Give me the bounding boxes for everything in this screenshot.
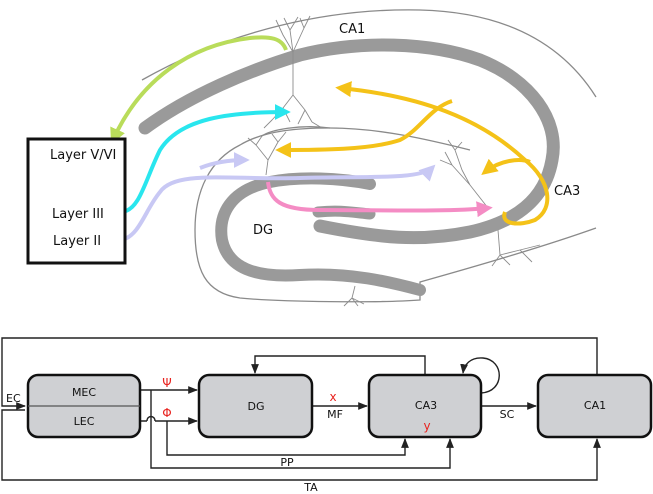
- wire-ca3-recurrent: [460, 357, 500, 394]
- ca3-box: [367, 373, 483, 439]
- mf-label: MF: [327, 408, 343, 421]
- block-diagram: MEC LEC DG CA3 CA1 EC Ψ Φ x MF y SC PP T…: [1, 337, 653, 494]
- hippocampus-anatomy: CA1 CA3 DG Layer V/VI Layer III Layer II: [26, 9, 597, 307]
- wire-ca3-to-dg: [251, 355, 426, 375]
- lec-label: LEC: [74, 415, 95, 428]
- wire-pp-lec: [166, 421, 409, 456]
- region-label-ca3: CA3: [554, 184, 580, 199]
- pathway-ca3-to-dg-hilus: [275, 99, 453, 158]
- pp-label: PP: [280, 456, 294, 469]
- x-label: x: [329, 390, 336, 404]
- pathway-layer-ii-perforant: [121, 164, 436, 242]
- pathway-mossy-fiber: [266, 181, 493, 218]
- pathway-schaffer-collateral: [335, 81, 550, 226]
- wire-ta: [1, 409, 601, 481]
- dg-box: [197, 373, 314, 439]
- dg-label: DG: [248, 400, 265, 413]
- mec-label: MEC: [72, 386, 96, 399]
- ec-input-label: EC: [6, 392, 21, 405]
- layer-v-vi-label: Layer V/VI: [50, 148, 116, 163]
- psi-label: Ψ: [162, 376, 171, 390]
- wire-ca1-to-ec: [1, 337, 598, 410]
- y-label: y: [423, 419, 430, 433]
- pathway-ca3-recurrent: [481, 158, 531, 175]
- ca1-box: [536, 373, 653, 439]
- wire-pp-mec: [150, 390, 454, 469]
- ta-label: TA: [303, 481, 318, 494]
- pathway-layer-iii-to-ca1: [121, 104, 291, 214]
- ca-pyramidal-layer: [138, 38, 560, 245]
- ca1-label: CA1: [584, 399, 606, 412]
- phi-label: Φ: [162, 406, 171, 420]
- layer-ii-label: Layer II: [53, 234, 101, 249]
- sc-label: SC: [500, 408, 515, 421]
- ec-layer-box: [26, 137, 127, 265]
- layer-iii-label: Layer III: [52, 207, 104, 222]
- region-label-dg: DG: [253, 223, 273, 238]
- pathway-layer-ii-to-dg: [199, 152, 250, 170]
- pathway-ca1-to-layer-v-vi: [110, 35, 288, 145]
- ca3-label: CA3: [415, 399, 437, 412]
- inner-outline: [261, 126, 331, 137]
- region-label-ca1: CA1: [339, 22, 365, 37]
